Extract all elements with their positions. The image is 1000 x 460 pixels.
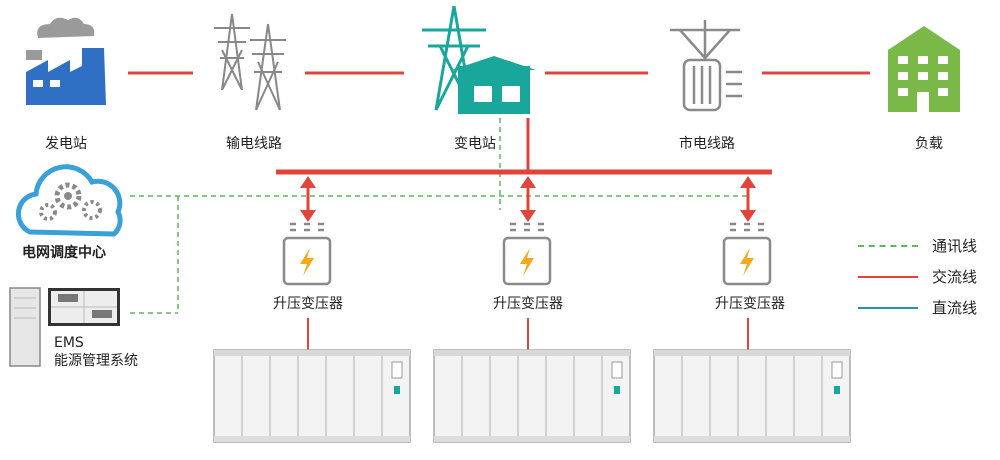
legend-label-dc: 直流线 [932,299,978,317]
transmission-tower-icon [214,13,286,111]
building-icon [888,26,960,112]
transformer-storage-links [307,318,749,350]
substation-icon [422,5,536,114]
transformer-icon-group [282,222,772,286]
label-substation: 变电站 [454,136,496,152]
server-monitor-icon [9,287,120,367]
comm-lines [130,100,749,314]
transformer-icon [282,222,332,286]
label-ems-subtitle: 能源管理系统 [54,353,138,369]
transformer-icon [502,222,552,286]
ac-bus [276,118,772,175]
legend-label-comm: 通讯线 [932,237,978,255]
legend-swatch-ac [858,276,918,278]
label-transmission-line: 输电线路 [226,136,282,152]
label-transformer-2: 升压变压器 [493,296,563,312]
cloud-gears-icon [15,164,123,237]
legend-item-dc: 直流线 [858,297,998,319]
label-transformer-3: 升压变压器 [715,296,785,312]
factory-icon [26,17,106,105]
arrow-2 [520,176,536,222]
label-ems-title: EMS [54,335,84,351]
battery-cabinet-icon [213,349,851,443]
label-dispatch-center: 电网调度中心 [22,245,106,261]
legend-swatch-comm [858,245,918,247]
legend-item-comm: 通讯线 [858,235,998,257]
legend-label-ac: 交流线 [932,268,978,286]
legend-swatch-dc [858,307,918,309]
label-power-plant: 发电站 [45,136,87,152]
label-transformer-1: 升压变压器 [273,296,343,312]
legend-item-ac: 交流线 [858,266,998,288]
bidirectional-arrows [300,176,756,222]
transformer-icon [722,222,772,286]
utility-pole-icon [670,20,742,112]
arrow-3 [740,176,756,222]
label-load: 负载 [915,136,943,152]
label-city-grid-line: 市电线路 [679,136,735,152]
arrow-1 [300,176,316,222]
